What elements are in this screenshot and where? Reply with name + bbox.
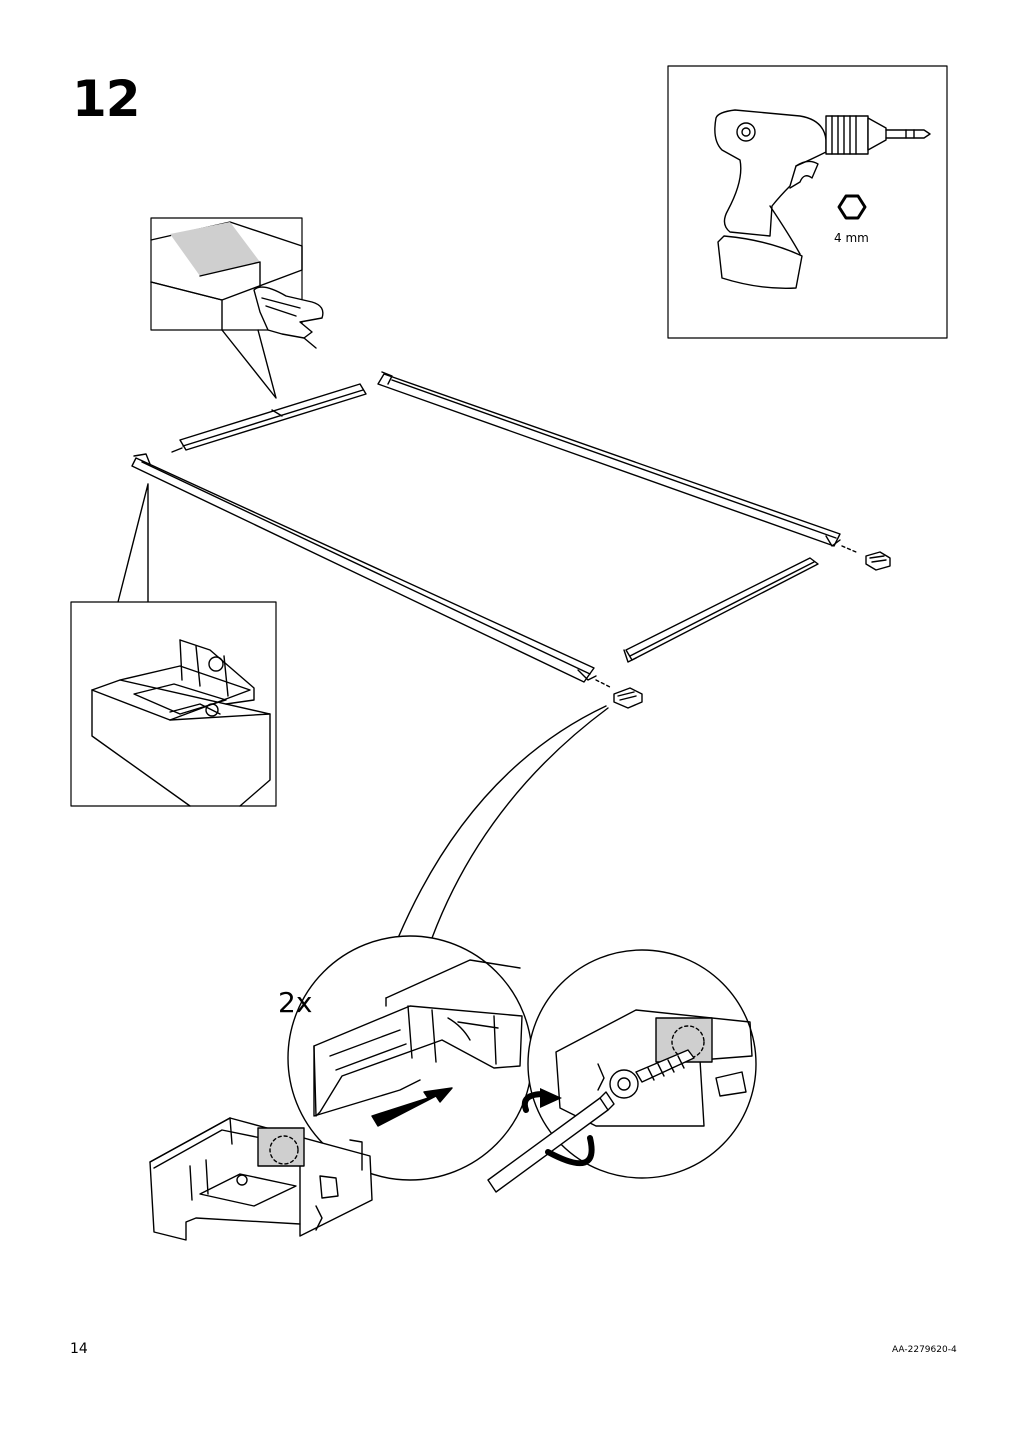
hex-key-icon — [487, 1091, 615, 1193]
corner-connector-back — [865, 551, 891, 571]
frame-rail-long-front — [131, 453, 613, 689]
document-code: AA-2279620-4 — [892, 1345, 957, 1355]
rotate-clockwise-icon — [521, 1088, 595, 1167]
label-detail-inset — [150, 217, 324, 399]
screw-icon — [609, 1049, 695, 1099]
frame-rail-short-left — [171, 383, 367, 453]
bit-size-label: 4 mm — [834, 231, 869, 245]
pointer-line-right — [431, 707, 609, 939]
step-number: 12 — [72, 70, 141, 128]
finger-pressing-icon — [253, 286, 324, 349]
quantity-label: 2x — [278, 986, 313, 1019]
frame-rail-long-back — [377, 371, 857, 553]
connector-bracket-enlarged — [149, 1117, 373, 1241]
screw-fastening-detail — [487, 949, 757, 1193]
connector-detail-inset — [70, 483, 277, 807]
hex-bit-icon — [837, 194, 867, 220]
rail-insertion-detail — [287, 935, 533, 1181]
page-number: 14 — [70, 1341, 88, 1357]
frame-rail-short-right — [623, 557, 819, 663]
corner-connector-front — [613, 687, 643, 709]
insert-arrow-icon — [371, 1087, 453, 1127]
pointer-line-left — [397, 705, 607, 939]
power-drill-icon — [714, 109, 931, 289]
drill-tool-panel — [667, 65, 948, 339]
